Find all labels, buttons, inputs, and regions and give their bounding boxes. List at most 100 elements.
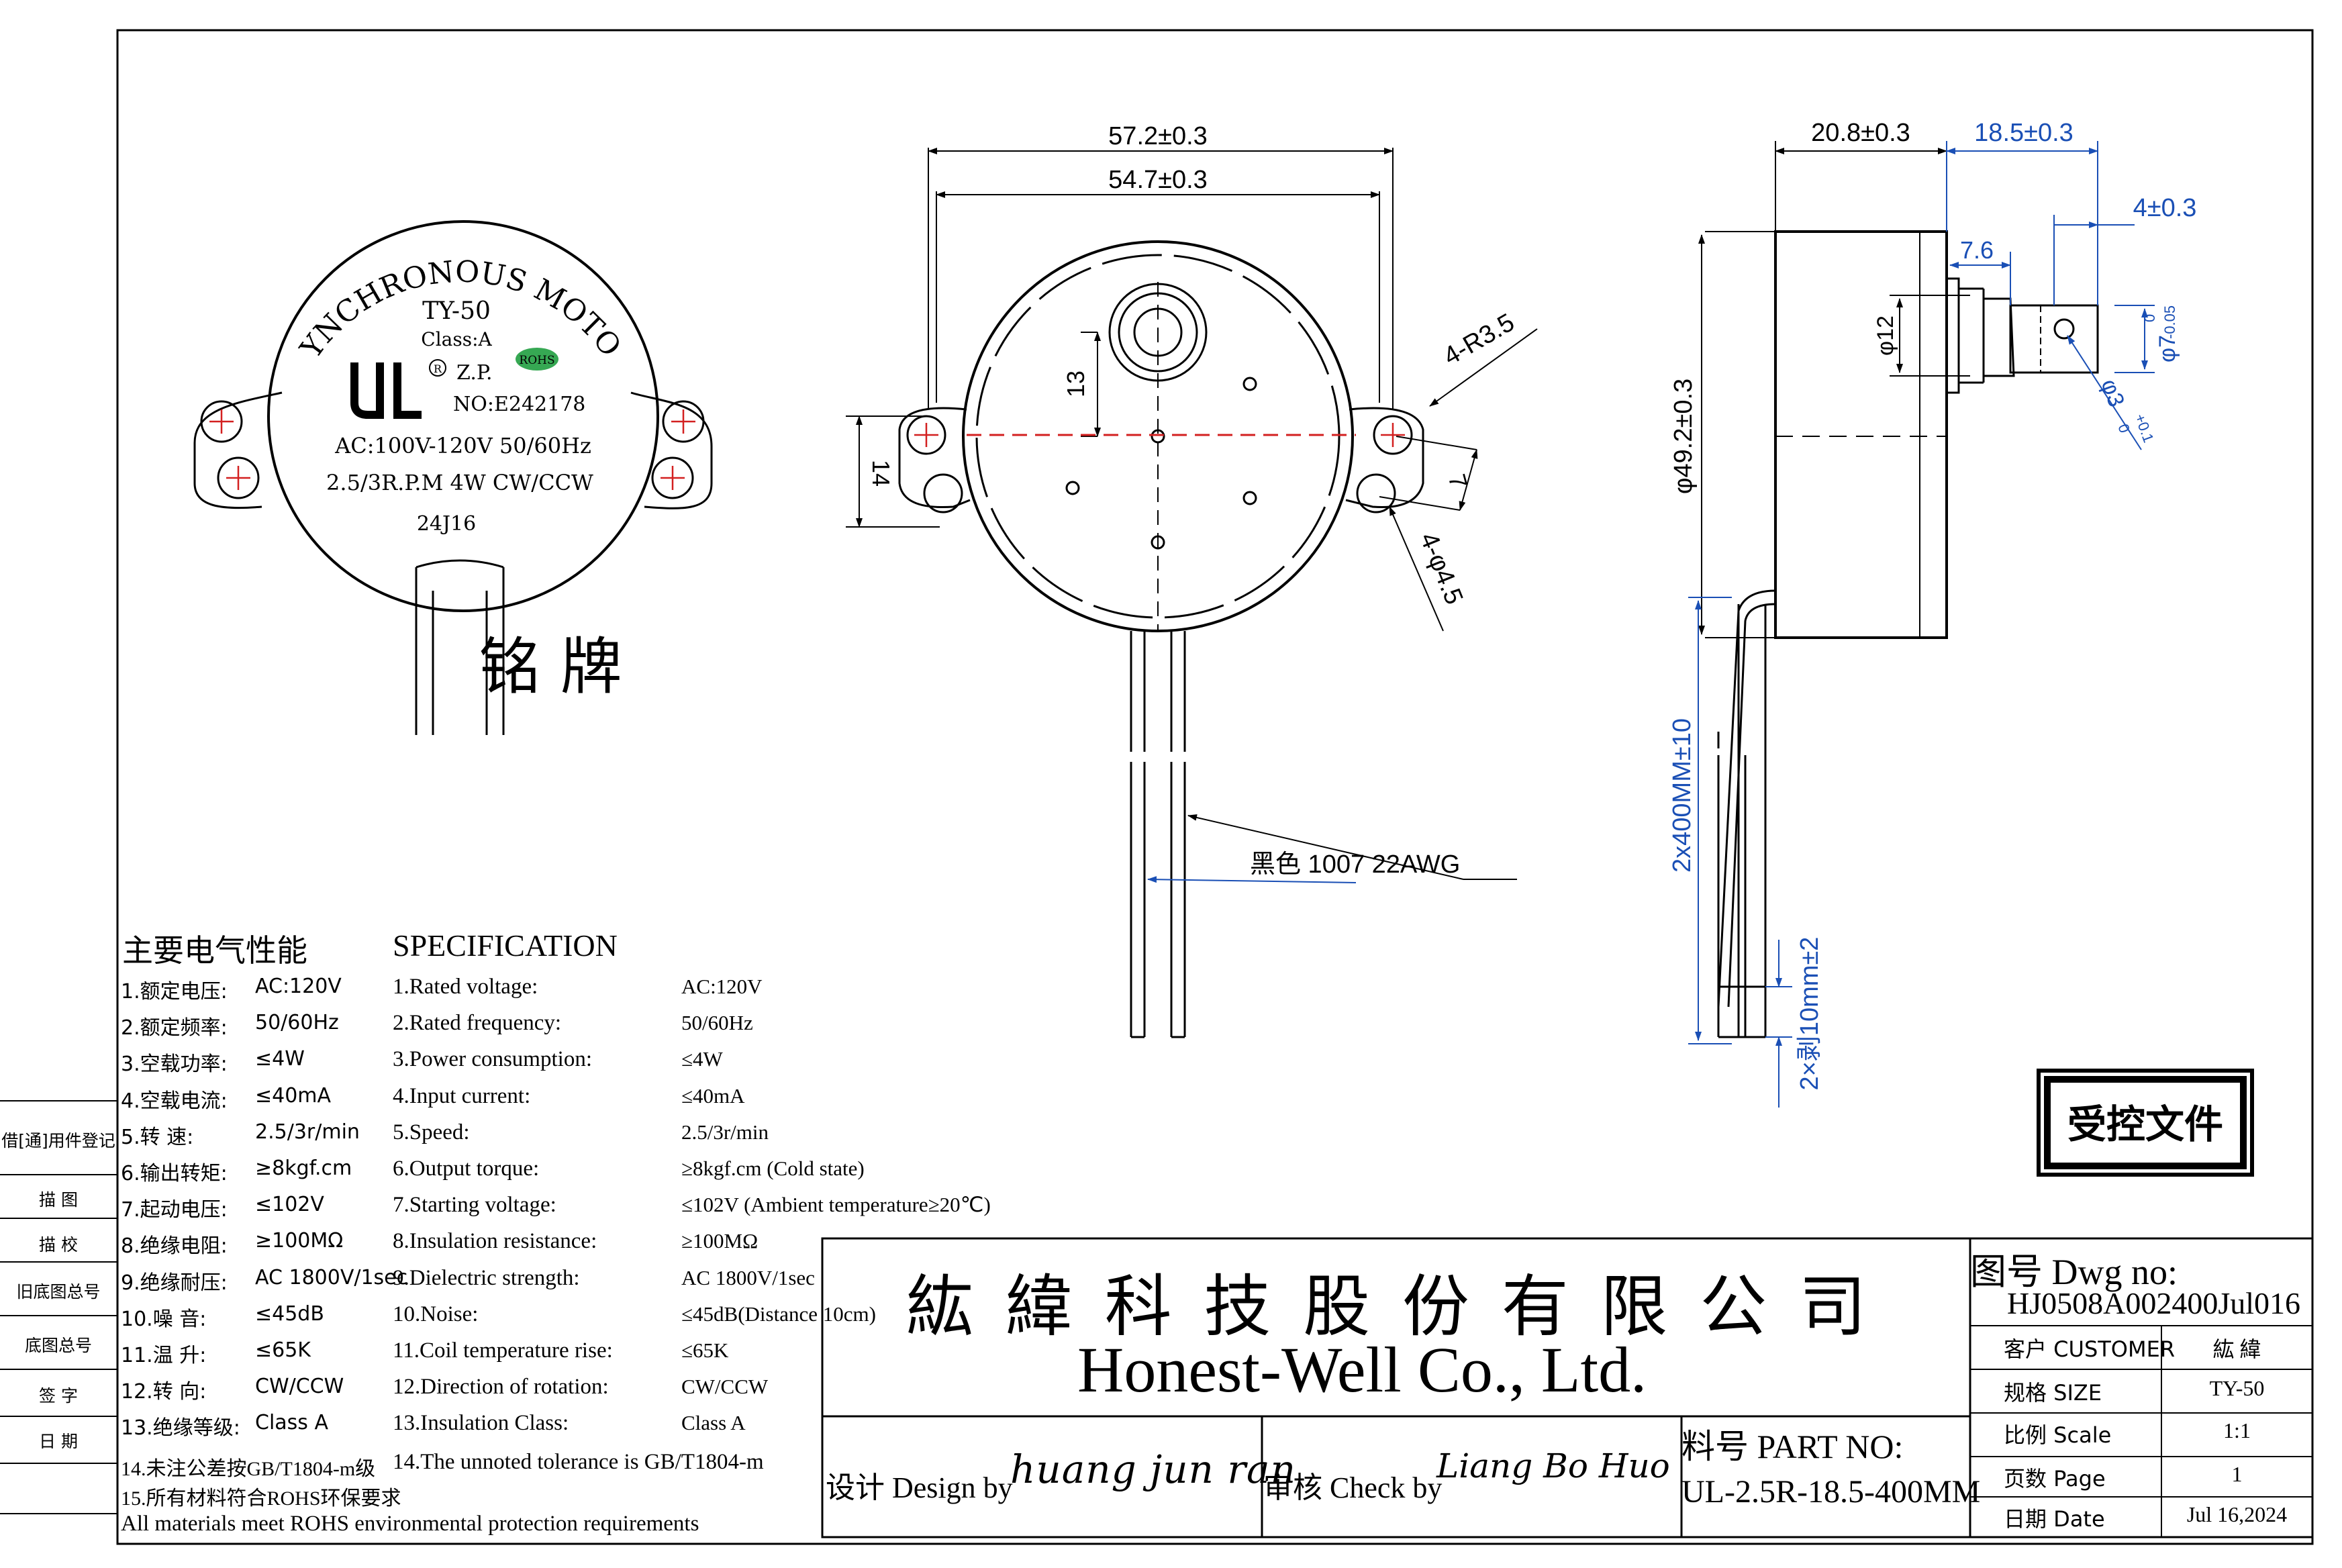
checker-signature: Liang Bo Huo bbox=[1436, 1447, 1670, 1485]
spec-en-value: ≤40mA bbox=[681, 1084, 745, 1108]
spec-cn-value: ≤4W bbox=[255, 1047, 305, 1071]
controlled-document-stamp bbox=[2037, 1069, 2254, 1177]
front-view bbox=[846, 148, 1538, 1038]
dwg-no-value: HJ0508A002400Jul016 bbox=[2007, 1286, 2301, 1320]
spec-en-label: 7.Starting voltage: bbox=[393, 1193, 556, 1217]
title-field-label: 客户 CUSTOMER bbox=[2004, 1336, 2176, 1362]
spec-cn-value: ≥8kgf.cm bbox=[255, 1157, 352, 1180]
dwg-no-label: 图号 Dwg no: bbox=[1970, 1252, 2178, 1292]
side-table-cell: 描 校 bbox=[39, 1235, 78, 1255]
side-view bbox=[1698, 141, 2099, 1038]
spec-cn-value: Class A bbox=[255, 1411, 328, 1434]
spec-cn-label: 1.额定电压: bbox=[121, 980, 228, 1003]
spec-en-value: ≥8kgf.cm (Cold state) bbox=[681, 1157, 865, 1180]
drawing-frame bbox=[116, 29, 2314, 1545]
spec-cn-value: ≤40mA bbox=[255, 1084, 332, 1108]
spec-en-value: AC 1800V/1sec bbox=[681, 1266, 815, 1289]
side-table-cell: 日 期 bbox=[39, 1432, 78, 1451]
nameplate-rpm: 2.5/3R.P.M 4W CW/CCW bbox=[326, 470, 593, 495]
spec-en-value: Class A bbox=[681, 1411, 746, 1434]
spec-en-value: CW/CCW bbox=[681, 1375, 769, 1398]
spec-cn-value: 50/60Hz bbox=[255, 1011, 339, 1034]
side-table-cell: 底图总号 bbox=[24, 1336, 92, 1355]
spec-en-value: ≤102V (Ambient temperature≥20℃) bbox=[681, 1193, 991, 1216]
title-field-value: Jul 16,2024 bbox=[2186, 1502, 2288, 1526]
spec-en-value: ≥100MΩ bbox=[681, 1229, 759, 1253]
spec-cn-label: 8.绝缘电阻: bbox=[121, 1234, 228, 1258]
title-field-value: 1 bbox=[2231, 1462, 2243, 1486]
wire-spec-label: 黑色 1007 22AWG bbox=[1250, 850, 1460, 879]
dim-overall-width: 57.2±0.3 bbox=[1108, 122, 1208, 150]
title-block-grid bbox=[0, 1100, 2314, 1538]
spec-en-value: ≤65K bbox=[681, 1338, 729, 1362]
dim-mount-holes: 4-φ4.5 bbox=[1414, 529, 1469, 609]
dim-shaft-tol-lower: -0.05 bbox=[2161, 305, 2178, 339]
title-field-label: 页数 Page bbox=[2004, 1466, 2106, 1491]
company-name-cn: 紘 緯 科 技 股 份 有 限 公 司 bbox=[906, 1267, 1872, 1346]
spec-cn-label: 3.空载功率: bbox=[121, 1052, 228, 1076]
spec-en-label: 10.Noise: bbox=[393, 1302, 479, 1326]
spec-cn-label: 2.额定频率: bbox=[121, 1016, 228, 1040]
side-table-cell: 旧底图总号 bbox=[16, 1282, 101, 1302]
title-field-label: 规格 SIZE bbox=[2004, 1380, 2102, 1406]
stamp-text: 受控文件 bbox=[2067, 1103, 2223, 1146]
spec-cn-label: 10.噪 音: bbox=[121, 1308, 207, 1331]
side-table-cell: 描 图 bbox=[39, 1190, 78, 1210]
spec-note-15-cn: 15.所有材料符合ROHS环保要求 bbox=[121, 1487, 401, 1510]
nameplate-class: Class:A bbox=[421, 328, 492, 350]
side-table-cell: 借[通]用件登记 bbox=[1, 1131, 115, 1150]
dim-14: 14 bbox=[867, 460, 895, 487]
dim-hole: φ3 bbox=[2096, 376, 2129, 410]
title-field-label: 日期 Date bbox=[2004, 1506, 2105, 1532]
nameplate-date-code: 24J16 bbox=[417, 512, 476, 536]
spec-cn-label: 11.温 升: bbox=[121, 1344, 207, 1367]
spec-en-value: 2.5/3r/min bbox=[681, 1120, 769, 1144]
title-field-label: 比例 Scale bbox=[2004, 1422, 2112, 1448]
registered-mark: R bbox=[434, 362, 442, 375]
designer-signature: huang jun ran bbox=[1010, 1447, 1296, 1492]
spec-en-label: 12.Direction of rotation: bbox=[393, 1375, 609, 1399]
dim-13: 13 bbox=[1062, 371, 1089, 397]
dim-shaft-tol-upper: 0 bbox=[2141, 314, 2158, 322]
spec-cn-value: 2.5/3r/min bbox=[255, 1120, 360, 1144]
spec-cn-value: ≤65K bbox=[255, 1338, 311, 1362]
spec-en-label: 13.Insulation Class: bbox=[393, 1411, 569, 1435]
rohs-badge bbox=[516, 348, 558, 371]
nameplate-view bbox=[193, 220, 713, 735]
title-field-value: 1:1 bbox=[2223, 1418, 2251, 1442]
spec-en-value: ≤45dB(Distance 10cm) bbox=[681, 1302, 876, 1326]
check-label: 审核 Check by bbox=[1263, 1471, 1443, 1504]
part-no-value: UL-2.5R-18.5-400MM bbox=[1681, 1474, 1981, 1510]
spec-cn-label: 7.起动电压: bbox=[121, 1198, 228, 1222]
title-field-value: TY-50 bbox=[2209, 1376, 2265, 1400]
dim-corner-radius: 4-R3.5 bbox=[1439, 308, 1520, 371]
rohs-text: ROHS bbox=[519, 354, 554, 367]
dim-7: 7 bbox=[1443, 471, 1473, 491]
spec-cn-label: 9.绝缘耐压: bbox=[121, 1271, 228, 1295]
spec-en-value: 50/60Hz bbox=[681, 1011, 753, 1034]
spec-cn-value: ≥100MΩ bbox=[255, 1229, 344, 1253]
spec-note-15-en: All materials meet ROHS environmental pr… bbox=[121, 1512, 699, 1536]
nameplate-centermarks bbox=[209, 409, 695, 490]
dim-boss: φ12 bbox=[1873, 315, 1898, 356]
spec-title-en: SPECIFICATION bbox=[393, 928, 618, 963]
spec-en-label: 4.Input current: bbox=[393, 1084, 531, 1108]
spec-cn-value: CW/CCW bbox=[255, 1375, 344, 1398]
side-view-blue-dims bbox=[1688, 141, 2155, 1108]
spec-cn-value: ≤45dB bbox=[255, 1302, 324, 1326]
spec-note-14-en: 14.The unnoted tolerance is GB/T1804-m bbox=[393, 1450, 764, 1474]
dim-flat: 4±0.3 bbox=[2133, 194, 2197, 222]
spec-en-label: 9.Dielectric strength: bbox=[393, 1266, 580, 1290]
spec-note-14-cn: 14.未注公差按GB/T1804-m级 bbox=[121, 1458, 376, 1480]
spec-cn-label: 6.输出转矩: bbox=[121, 1162, 228, 1185]
spec-en-label: 3.Power consumption: bbox=[393, 1047, 592, 1071]
spec-en-value: AC:120V bbox=[681, 975, 763, 998]
spec-cn-label: 4.空载电流: bbox=[121, 1089, 228, 1113]
nameplate-number: NO:E242178 bbox=[453, 393, 585, 416]
dim-76: 7.6 bbox=[1960, 236, 1994, 264]
nameplate-voltage: AC:100V-120V 50/60Hz bbox=[334, 433, 591, 458]
spec-en-label: 11.Coil temperature rise: bbox=[393, 1338, 613, 1363]
ul-logo-icon bbox=[350, 362, 422, 419]
